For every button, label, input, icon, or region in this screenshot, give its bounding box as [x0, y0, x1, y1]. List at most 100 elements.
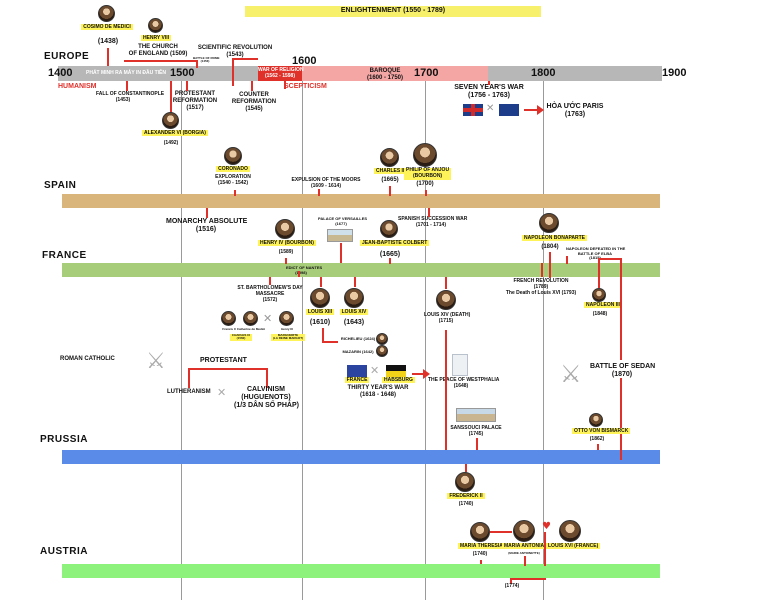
henry-viii-portrait: [148, 18, 163, 33]
marriage-connector-l: [524, 556, 526, 566]
charles-ix-label: CHARLES IX (1560): [226, 333, 256, 342]
charles-ii-name: CHARLES II: [374, 168, 407, 174]
seven-years-war-label: SEVEN YEAR'S WAR (1756 - 1763): [454, 84, 524, 100]
humanism-label: HUMANISM: [58, 83, 97, 90]
antonia-subtitle: (MARIE ANTOINETTE): [508, 551, 540, 555]
maria-theresa-year: (1740): [472, 551, 488, 557]
region-austria: AUSTRIA: [40, 546, 88, 557]
versailles-image: [327, 229, 353, 242]
louis-xiii-portrait: [310, 288, 330, 308]
napoleon-defeat-connector: [566, 256, 568, 264]
moors-label: EXPULSION OF THE MOORS (1609 - 1614): [291, 177, 361, 189]
region-spain: SPAIN: [44, 180, 77, 191]
sanssouci-label: SANSSOUCI PALACE (1745): [450, 425, 502, 437]
bartholomew-connector: [269, 277, 271, 285]
charles-ii-connector: [389, 186, 391, 196]
alexander-portrait: [162, 112, 179, 129]
sedan-connector-top: [620, 258, 622, 360]
sci-rev-connector-v: [232, 58, 234, 86]
year-label: 1800: [531, 67, 556, 79]
philip-label: PHILIP OF ANJOU (BOURBON): [404, 167, 452, 180]
louis-xiv-long-connector: [445, 330, 447, 450]
frederick-portrait: [455, 472, 475, 492]
maria-theresa-label: MARIA THERESIA: [458, 543, 505, 550]
thirty-years-swords-icon: ✕: [370, 365, 380, 377]
louis-xvi-label: LOUIS XVI (FRANCE): [546, 543, 601, 550]
medici-connector: [107, 48, 109, 66]
roman-catholic-label: ROMAN CATHOLIC: [60, 356, 115, 362]
france-war-label: FRANCE: [344, 377, 370, 384]
louis-xvi-name: LOUIS XVI (FRANCE): [546, 543, 601, 549]
coronado-portrait: [224, 147, 242, 165]
scientific-revolution-label: SCIENTIFIC REVOLUTION (1543): [197, 45, 273, 58]
moors-connector: [318, 189, 320, 196]
paris-arrow-shaft: [524, 109, 538, 111]
alexander-name: ALEXANDER VI (BORGIA): [142, 130, 208, 136]
otto-year: (1862): [589, 436, 605, 442]
scepticism-connector: [284, 81, 286, 89]
year-label: 1900: [662, 67, 687, 79]
napoleon-year: (1804): [541, 244, 559, 250]
catherine-label: Catherine de Medici: [236, 327, 266, 331]
baroque-band: [302, 66, 488, 81]
protestant-connector-h: [188, 368, 268, 370]
marriage-year: (1774): [504, 583, 520, 589]
sanssouci-connector: [476, 438, 478, 450]
counter-ref-connector: [251, 81, 253, 91]
philip-year: (1700): [416, 181, 434, 187]
francis-ii-portrait: [221, 311, 236, 326]
westphalia-arrow-head: [423, 369, 430, 379]
habsburg-name: HABSBURG: [382, 377, 415, 383]
henry-iv-label: HENRY IV (BOURBON): [258, 240, 316, 247]
antonia-portrait: [513, 520, 535, 542]
richelieu-connector: [322, 328, 324, 342]
church-connector-v: [196, 60, 198, 68]
seven-years-connector: [488, 81, 490, 85]
reformation-connector: [186, 81, 188, 91]
protestant-label: PROTESTANT: [200, 357, 247, 364]
versailles-connector: [340, 243, 342, 263]
colbert-label: JEAN-BAPTISTE COLBERT: [360, 240, 430, 247]
louis-xiv-name: LOUIS XIV: [339, 309, 369, 315]
catherine-portrait: [243, 311, 258, 326]
henry-iii-portrait: [279, 311, 294, 326]
antonia-label: MARIA ANTONIA: [502, 543, 547, 550]
sedan-swords-icon: ⚔: [560, 361, 582, 388]
napoleon-portrait: [539, 213, 559, 233]
charles-ii-label: CHARLES II: [374, 168, 407, 175]
mazarin-portrait: [376, 345, 388, 357]
medici-name: COSIMO DE MEDICI: [81, 24, 133, 30]
colbert-year: (1665): [379, 251, 401, 258]
napoleon-iii-connector-h: [598, 258, 620, 260]
lutheranism-label: LUTHERANISM: [167, 389, 211, 395]
france-band: [62, 263, 660, 277]
enlightenment-title: ENLIGHTENMENT (1550 - 1789): [340, 7, 446, 14]
henry-iii-label: Henry III: [281, 327, 293, 331]
france-war-name: FRANCE: [344, 377, 370, 383]
frederick-connector: [465, 464, 467, 472]
frederick-label: FREDERICK II: [446, 493, 486, 500]
marguerite-name: MARGUERITE (LA REINE MARGOT): [270, 333, 306, 341]
guide-1700: [425, 68, 426, 600]
frederick-name: FREDERICK II: [447, 493, 485, 499]
french-revolution-label: FRENCH REVOLUTION (1789) The Death of Lo…: [505, 278, 577, 296]
church-england-label: THE CHURCH OF ENGLAND (1509): [128, 44, 188, 57]
westphalia-document-image: [452, 354, 468, 376]
theresa-down-connector: [480, 560, 482, 564]
otto-label: OTTO VON BISMARCK: [572, 428, 631, 435]
bartholomew-label: ST. BARTHOLOMEW'S DAY MASSACRE (1572): [237, 285, 303, 303]
battle-sedan-label: BATTLE OF SEDAN (1870): [590, 363, 656, 379]
napoleon-name: NAPOLEON BONAPARTE: [522, 235, 588, 241]
constantinople-connector: [126, 81, 128, 91]
henry-viii-name: HENRY VIII: [140, 35, 172, 41]
prussia-band: [62, 450, 660, 464]
exploration-label: EXPLORATION (1540 - 1542): [215, 174, 251, 186]
guide-1800: [543, 68, 544, 600]
counter-reformation-label: COUNTER REFORMATION (1545): [231, 92, 277, 112]
alexander-connector: [170, 81, 172, 113]
otto-connector: [597, 444, 599, 450]
revolution-connector: [541, 263, 543, 277]
louis-xiv-portrait: [344, 288, 364, 308]
habsburg-flag-icon: [386, 365, 406, 377]
henry-iv-connector: [285, 258, 287, 264]
